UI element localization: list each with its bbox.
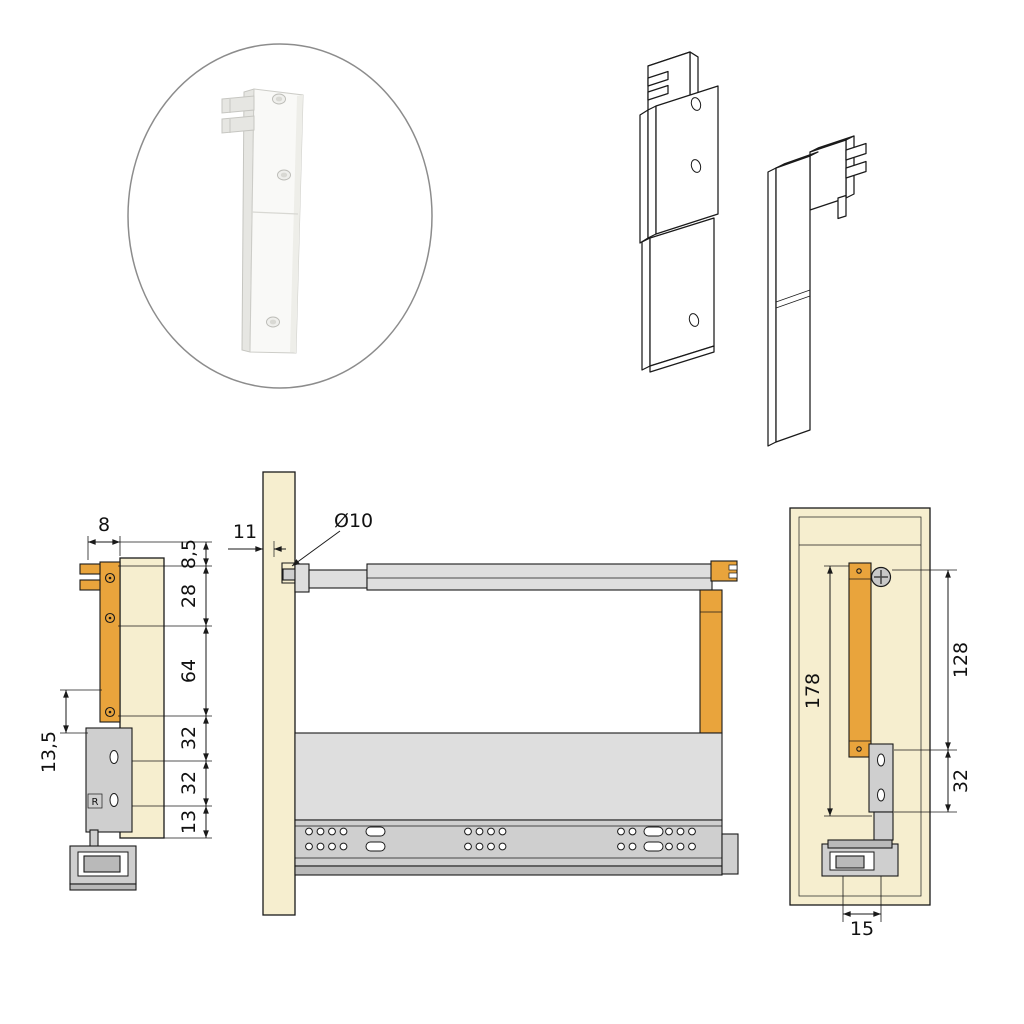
hook-plate-side: R: [85, 727, 133, 833]
dim-32: 32: [894, 750, 972, 813]
dim-13-5: 13,5: [38, 689, 102, 773]
dim-13-5-label: 13,5: [38, 731, 60, 773]
rear-clip-orange: [710, 560, 738, 582]
dim-15-label: 15: [850, 918, 874, 940]
iso-bracket-left: [639, 51, 719, 373]
dim-32b-label: 32: [178, 771, 200, 795]
dim-178-label: 178: [802, 673, 824, 709]
slide-rail-section-back: [821, 839, 899, 877]
dim-8-5-label: 8,5: [178, 539, 200, 569]
dim-32a-label: 32: [178, 726, 200, 750]
fixing-screw: [870, 566, 892, 588]
drawer-side-panel: [294, 732, 723, 821]
hook-plate-back: [868, 743, 894, 841]
drilled-hole: [281, 562, 295, 584]
photo-hole-bottom: [266, 316, 280, 328]
front-panel-section: [262, 471, 296, 916]
bracket-photo: [221, 88, 304, 354]
slide-rail: [294, 819, 739, 876]
front-fixing-plate: [294, 563, 310, 593]
front-bracket-side: [79, 561, 121, 723]
side-view: R 8: [38, 514, 212, 891]
dim-8-label: 8: [98, 514, 110, 536]
slide-rail-holes: [305, 826, 696, 852]
iso-bracket-right: [767, 135, 867, 447]
dim-11: 11: [228, 521, 286, 557]
dim-15: 15: [842, 876, 882, 940]
dim-13-label: 13: [178, 810, 200, 834]
dia10-label: Ø10: [334, 510, 373, 532]
dim-64-label: 64: [178, 659, 200, 683]
dia10-callout: Ø10: [291, 510, 373, 567]
photo-hole-middle: [277, 169, 291, 181]
dim-11-label: 11: [233, 521, 257, 543]
product-photo-inset: [127, 43, 433, 389]
stamp-label: R: [92, 797, 99, 808]
dim-128: 128: [892, 569, 972, 751]
dim-8: 8: [87, 514, 212, 560]
rear-bracket-orange: [699, 589, 723, 734]
top-gallery-bar: [366, 563, 713, 591]
back-view: 178 128 32 15: [789, 507, 972, 940]
bracket-arm: [308, 569, 368, 589]
slide-rail-profile-side: [69, 829, 137, 891]
dim-178: 178: [802, 565, 872, 817]
section-view: 11 Ø10: [228, 471, 739, 916]
photo-hole-top: [272, 93, 286, 105]
bracket-pin: [282, 568, 296, 581]
dim-chain-right: 8,5 28 64 32 32 13: [118, 539, 212, 839]
bracket-back: [848, 562, 872, 758]
dim-32-label: 32: [950, 769, 972, 793]
dim-28-label: 28: [178, 584, 200, 608]
dim-128-label: 128: [950, 642, 972, 678]
